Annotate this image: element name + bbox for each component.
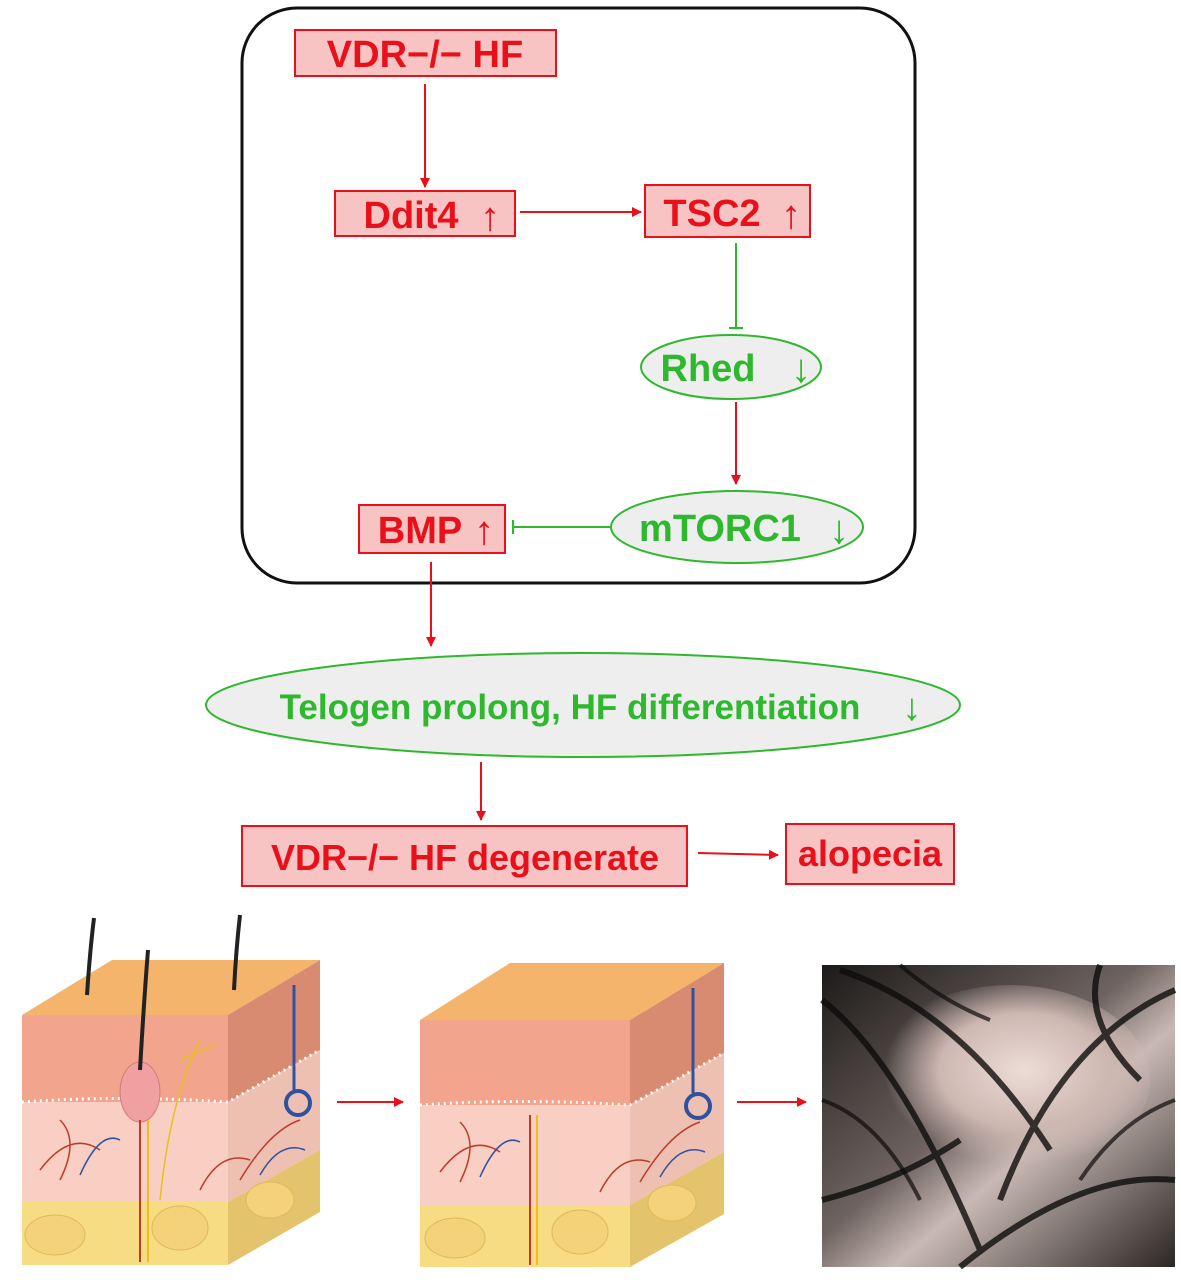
node-ddit4: Ddit4 ↑ xyxy=(334,190,516,239)
node-telogen: Telogen prolong, HF differentiation ↓ xyxy=(205,652,961,758)
node-degenerate: VDR−/− HF degenerate xyxy=(241,825,688,887)
node-rhed: Rhed ↓ xyxy=(640,334,822,400)
node-tsc2: TSC2 ↑ xyxy=(644,184,811,238)
node-telogen-label: Telogen prolong, HF differentiation xyxy=(280,688,861,727)
skin-cross-section-degenerated-icon xyxy=(419,963,725,1267)
pathway-frame xyxy=(240,6,917,585)
node-alopecia-label: alopecia xyxy=(798,833,943,874)
node-vdr-hf-label: VDR−/− HF xyxy=(327,34,523,76)
edge-mtorc1-inhibits-bmp xyxy=(512,520,610,534)
edge-tsc2-inhibits-rhed xyxy=(729,243,743,329)
ddit4-up-arrow-icon: ↑ xyxy=(480,195,500,239)
node-rhed-label: Rhed xyxy=(661,348,756,390)
node-mtorc1: mTORC1 ↓ xyxy=(610,490,864,564)
node-degenerate-label: VDR−/− HF degenerate xyxy=(271,837,659,878)
node-alopecia: alopecia xyxy=(785,823,955,885)
bmp-up-arrow-icon: ↑ xyxy=(474,509,494,553)
skin-cross-section-healthy-icon xyxy=(21,914,321,1265)
edge-degenerate-to-alopecia xyxy=(697,849,779,860)
node-mtorc1-label: mTORC1 xyxy=(639,508,801,550)
mtorc1-down-arrow-icon: ↓ xyxy=(829,508,849,552)
node-bmp-label: BMP xyxy=(378,510,462,552)
node-ddit4-label: Ddit4 xyxy=(364,195,459,237)
telogen-down-arrow-icon: ↓ xyxy=(903,687,922,729)
node-tsc2-label: TSC2 xyxy=(663,193,760,235)
scalp-bald-patch-photo-icon xyxy=(820,963,1177,1270)
tsc2-up-arrow-icon: ↑ xyxy=(781,193,801,237)
node-bmp: BMP ↑ xyxy=(358,504,506,554)
rhed-down-arrow-icon: ↓ xyxy=(791,347,811,391)
node-vdr-hf: VDR−/− HF xyxy=(294,29,557,77)
